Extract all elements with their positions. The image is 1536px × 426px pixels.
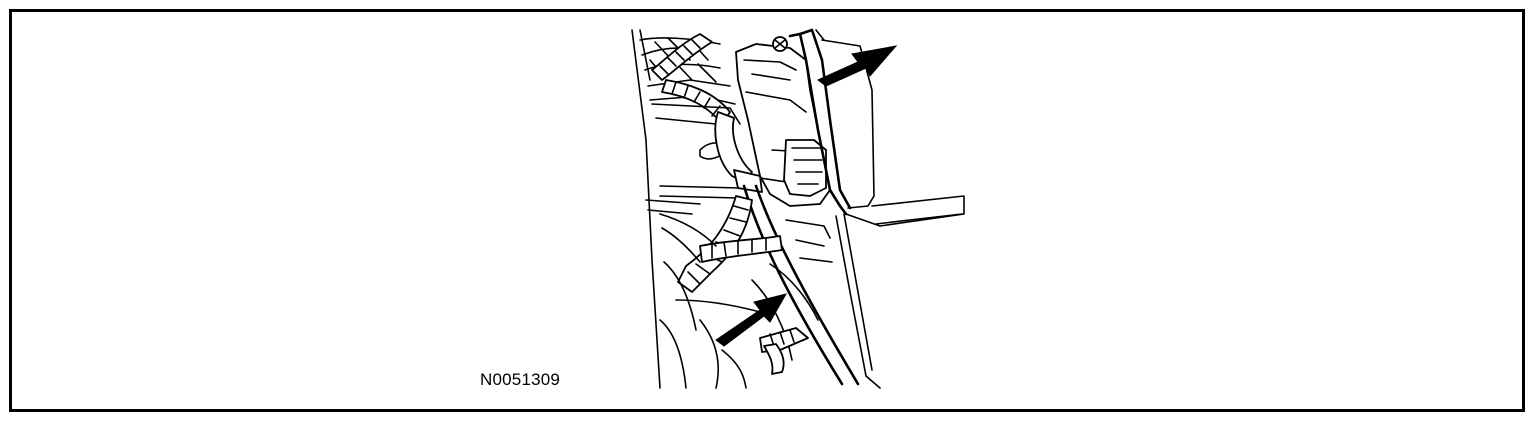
grommet-connector xyxy=(714,28,852,216)
upper-callout-arrow xyxy=(817,45,898,87)
lower-callout-arrow xyxy=(715,293,788,347)
right-bracket xyxy=(815,29,965,389)
upper-wiring-area xyxy=(639,33,736,125)
main-cable xyxy=(742,184,860,386)
body-panel-left xyxy=(631,29,661,389)
lower-wiring-harness xyxy=(645,195,833,389)
figure-id-label: N0051309 xyxy=(480,370,561,389)
